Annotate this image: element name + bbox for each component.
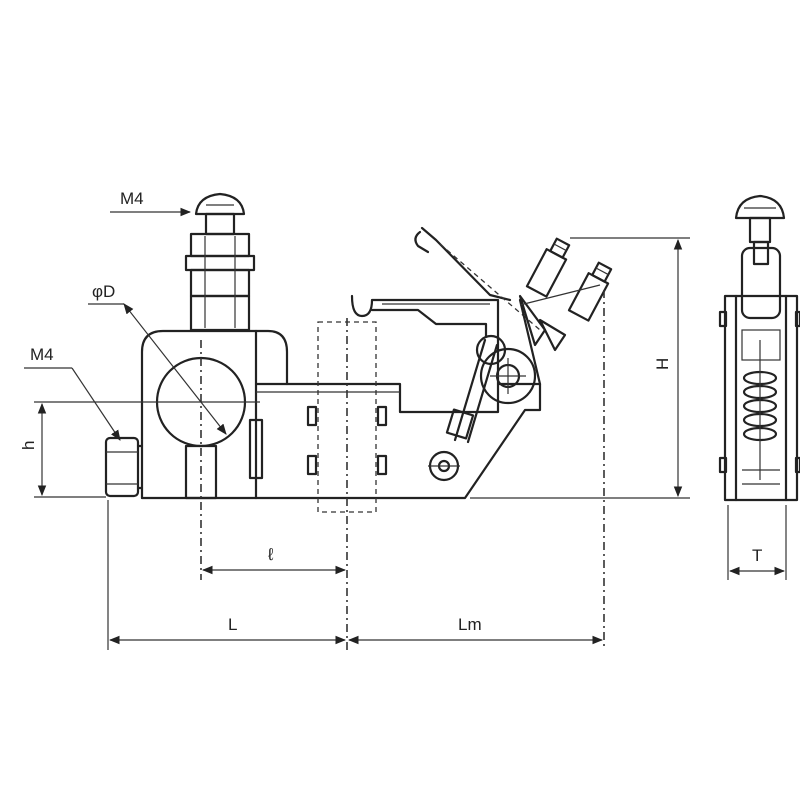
side-view <box>104 192 613 650</box>
label-m4-top: M4 <box>120 189 144 208</box>
m4-side-arrow <box>71 367 121 441</box>
label-m4-side: M4 <box>30 345 54 364</box>
upper-bracket <box>350 294 500 386</box>
label-l: ℓ <box>267 545 274 564</box>
label-H: H <box>653 358 672 370</box>
end-view <box>718 194 800 502</box>
dimensions <box>24 207 787 650</box>
label-phi-d: φD <box>92 282 115 301</box>
labels: M4 φD M4 h H ℓ L Lm T <box>19 189 762 634</box>
label-L: L <box>228 615 237 634</box>
lever-mechanism <box>414 226 542 482</box>
phi-d-diameter <box>123 303 227 435</box>
top-bolt <box>184 192 256 332</box>
label-h: h <box>19 441 38 450</box>
angled-studs <box>518 237 613 352</box>
label-T: T <box>752 546 762 565</box>
clamp-body <box>140 329 289 500</box>
side-nut <box>104 436 144 498</box>
label-Lm: Lm <box>458 615 482 634</box>
